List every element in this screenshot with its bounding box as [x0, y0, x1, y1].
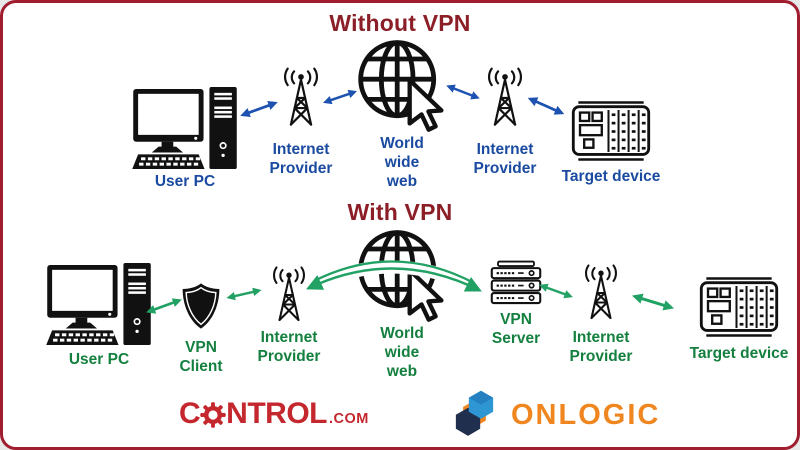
node-label: World wide web: [380, 135, 424, 190]
desktop-pc-icon: [44, 263, 154, 347]
node-internet-provider-bottom-right: Internet Provider: [560, 264, 642, 367]
node-target-device-bottom: Target device: [683, 276, 795, 364]
onlogic-cubes-icon: [451, 386, 498, 444]
node-label: Internet Provider: [569, 329, 633, 365]
node-label: Internet Provider: [257, 329, 321, 365]
node-label: User PC: [154, 173, 216, 190]
node-internet-provider-top-left: Internet Provider: [260, 67, 342, 179]
node-target-device-top: Target device: [555, 100, 667, 187]
desktop-pc-icon: [130, 87, 240, 171]
section-title-without-vpn: Without VPN: [329, 10, 471, 36]
node-label: VPN Server: [491, 311, 541, 347]
node-label: Target device: [689, 345, 789, 362]
node-internet-provider-top-right: Internet Provider: [464, 67, 546, 179]
node-label: Target device: [561, 168, 661, 185]
control-com-logo: C NTROL .COM: [179, 398, 369, 430]
vpn-tunnel-arrow: [306, 260, 482, 295]
node-label: World wide web: [380, 325, 424, 380]
control-logo-prefix: C: [179, 397, 201, 430]
control-logo-suffix: .COM: [329, 411, 369, 427]
plc-device-icon: [567, 100, 655, 162]
globe-cursor-icon: [354, 35, 450, 133]
section-title-with-vpn: With VPN: [347, 199, 453, 225]
node-label: VPN Client: [179, 339, 223, 375]
node-world-wide-web-top: World wide web: [353, 35, 451, 192]
node-vpn-client: VPN Client: [165, 282, 237, 377]
node-internet-provider-bottom-left: Internet Provider: [248, 266, 330, 367]
node-vpn-server: VPN Server: [483, 259, 549, 349]
node-label: Internet Provider: [269, 141, 333, 177]
radio-tower-icon: [570, 264, 632, 322]
server-rack-icon: [489, 259, 543, 307]
plc-device-icon: [695, 276, 783, 338]
shield-icon: [176, 282, 226, 330]
onlogic-logo: ONLOGIC: [451, 386, 660, 444]
node-world-wide-web-bottom: World wide web: [353, 225, 451, 382]
onlogic-wordmark: ONLOGIC: [511, 398, 661, 431]
node-user-pc-top: User PC: [129, 87, 241, 192]
node-label: Internet Provider: [473, 141, 537, 177]
node-label: User PC: [68, 351, 130, 368]
gear-icon: [200, 402, 226, 428]
control-logo-letters: NTROL: [226, 397, 327, 430]
node-user-pc-bottom: User PC: [43, 263, 155, 370]
